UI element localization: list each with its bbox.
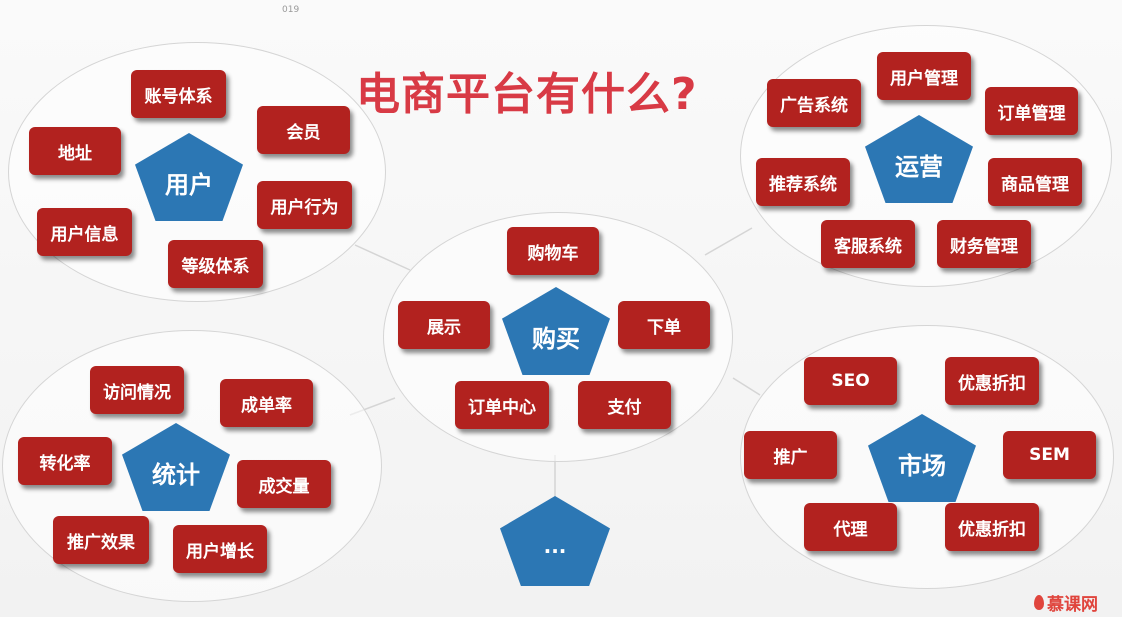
market-tag-agent: 代理 xyxy=(804,503,897,551)
ops-tag-order-mgmt: 订单管理 xyxy=(985,87,1078,135)
market-tag-seo: SEO xyxy=(804,357,897,405)
purchase-tag-cart: 购物车 xyxy=(507,227,599,275)
purchase-tag-place-order: 下单 xyxy=(618,301,710,349)
purchase-tag-payment: 支付 xyxy=(578,381,671,429)
user-tag-level: 等级体系 xyxy=(168,240,263,288)
ops-tag-finance-mgmt: 财务管理 xyxy=(937,220,1031,268)
purchase-tag-display: 展示 xyxy=(398,301,490,349)
page-number: 019 xyxy=(282,5,300,15)
ops-tag-user-mgmt: 用户管理 xyxy=(877,52,971,100)
user-tag-account: 账号体系 xyxy=(131,70,226,118)
brand-logo-text: 慕课网 xyxy=(1047,595,1098,615)
stats-tag-user-growth: 用户增长 xyxy=(173,525,267,573)
stats-tag-promo-effect: 推广效果 xyxy=(53,516,149,564)
flame-icon xyxy=(1034,595,1044,610)
brand-logo: 慕课网 xyxy=(1034,590,1098,615)
ops-tag-product-mgmt: 商品管理 xyxy=(988,158,1082,206)
stats-tag-volume: 成交量 xyxy=(237,460,331,508)
stats-tag-conversion: 转化率 xyxy=(18,437,112,485)
slide-title: 电商平台有什么? xyxy=(356,69,698,120)
market-tag-discount-2: 优惠折扣 xyxy=(945,503,1039,551)
stats-tag-visits: 访问情况 xyxy=(90,366,184,414)
user-tag-address: 地址 xyxy=(29,127,121,175)
market-tag-promotion: 推广 xyxy=(744,431,837,479)
market-tag-sem: SEM xyxy=(1003,431,1096,479)
user-tag-info: 用户信息 xyxy=(37,208,132,256)
ops-tag-customer-service: 客服系统 xyxy=(821,220,915,268)
ops-tag-recommend: 推荐系统 xyxy=(756,158,850,206)
purchase-tag-order-center: 订单中心 xyxy=(455,381,549,429)
stats-tag-order-rate: 成单率 xyxy=(220,379,313,427)
market-tag-discount-1: 优惠折扣 xyxy=(945,357,1039,405)
ops-tag-ad-system: 广告系统 xyxy=(767,79,861,127)
user-tag-member: 会员 xyxy=(257,106,350,154)
user-tag-behavior: 用户行为 xyxy=(257,181,352,229)
